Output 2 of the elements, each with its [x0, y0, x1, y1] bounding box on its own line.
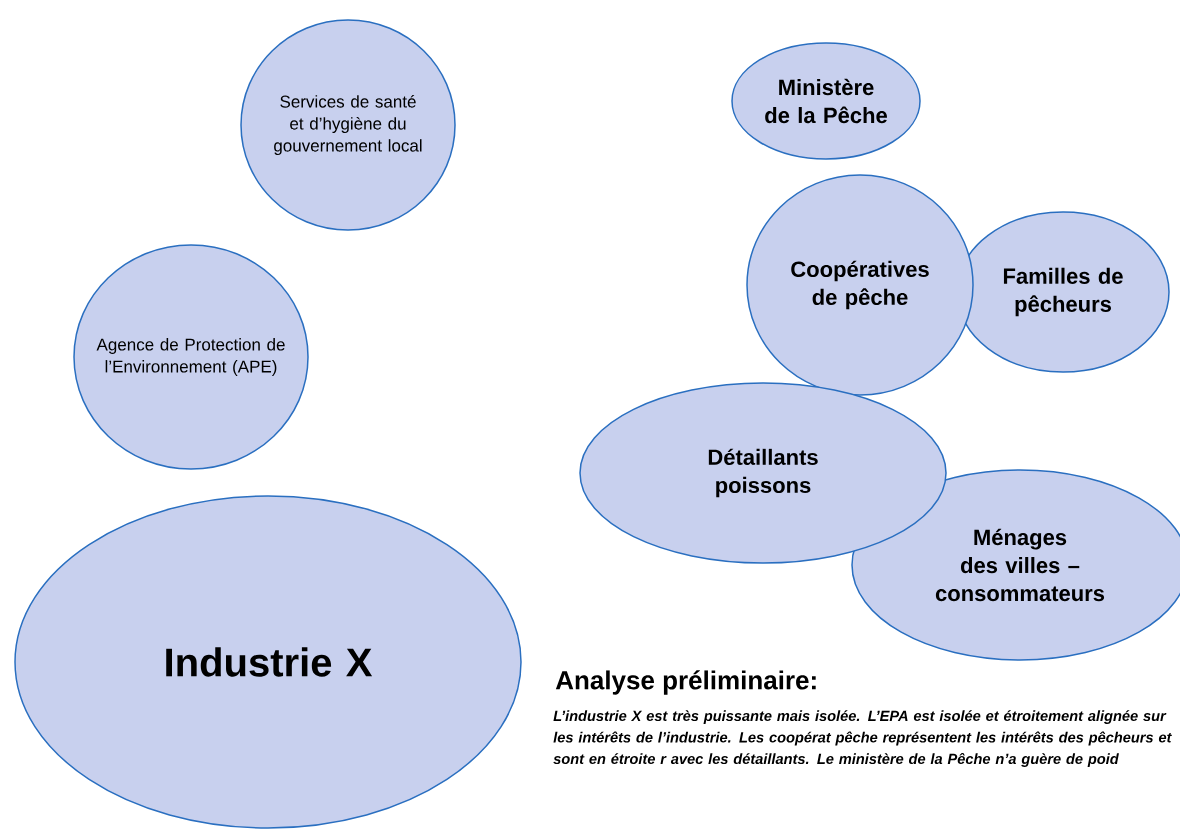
analysis-heading: Analyse préliminaire: [555, 670, 816, 695]
analysis-paragraph: L’industrie X est très puissante mais isolée. L’EPA est isolée et étroitement alignée sur les intérêts de l’industrie. Les coopérat pêche représentent les intérêts des pêcheurs et sont en étroite r avec les détaillants. Le ministère de la Pêche n’a guère de poid [553, 710, 1172, 767]
